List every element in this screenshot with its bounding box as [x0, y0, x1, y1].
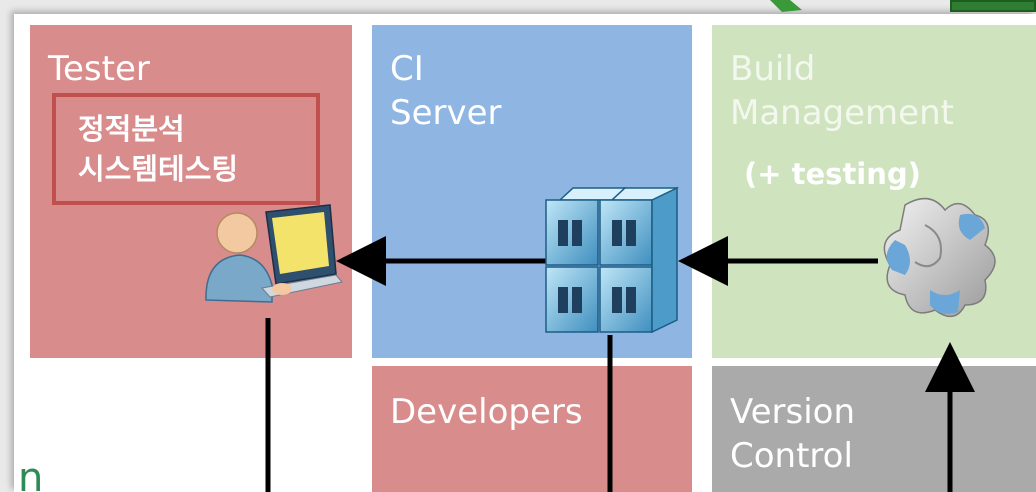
tester-note-box: 정적분석 시스템테스팅: [52, 93, 320, 205]
top-right-green-box: [950, 0, 1036, 12]
person-laptop-icon: [205, 204, 343, 303]
top-green-fragment-icon: [770, 0, 802, 12]
ci-server-title: CI Server: [390, 49, 502, 133]
puzzle-pieces-icon: [883, 197, 996, 318]
server-rack-icon: [545, 186, 679, 334]
developers-title: Developers: [390, 392, 583, 432]
build-management-title: Build Management: [730, 49, 954, 133]
build-testing-note: (+ testing): [744, 157, 921, 191]
developers-tile: Developers: [372, 366, 692, 492]
diagram-frame: Tester CI Server Build Management Develo…: [14, 14, 1036, 492]
version-control-title: Version Control: [730, 392, 856, 476]
version-control-tile: Version Control: [712, 366, 1036, 492]
build-management-tile: Build Management: [712, 25, 1036, 358]
tester-title: Tester: [48, 49, 150, 89]
partial-text: n: [18, 455, 44, 492]
